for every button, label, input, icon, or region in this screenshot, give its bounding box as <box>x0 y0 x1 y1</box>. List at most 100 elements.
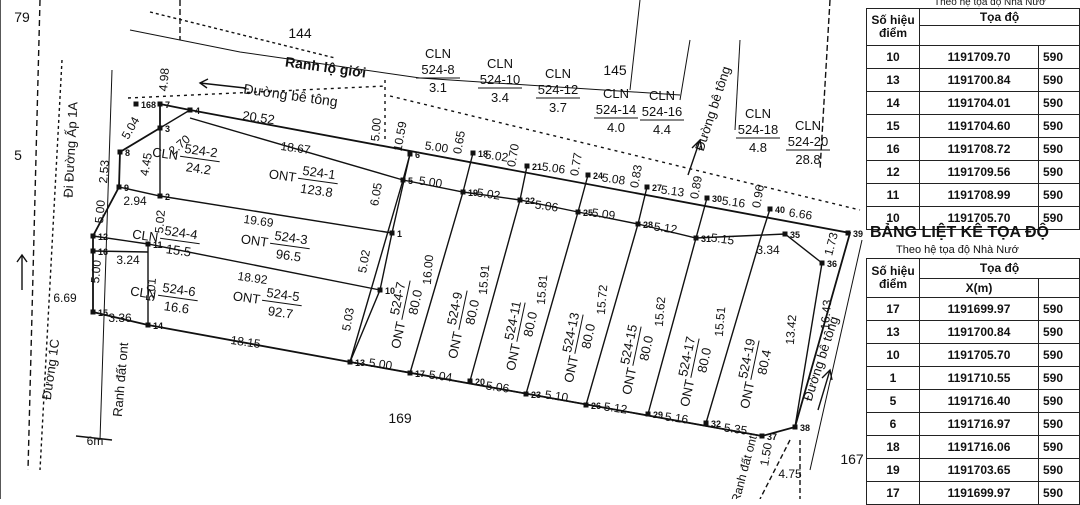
vertex-marker <box>116 184 122 190</box>
cln-number-label: 524-20 <box>788 134 828 149</box>
street-label: 6.69 <box>53 291 77 305</box>
dimension-label: 5.06 <box>485 378 510 395</box>
point-number-cell: 18 <box>866 435 920 459</box>
vertex-marker <box>767 206 773 212</box>
y-coordinate-cell: 590 <box>1038 206 1080 230</box>
dimension-label: 10.59 <box>391 120 410 152</box>
x-coordinate-cell: 1191710.55 <box>919 366 1039 390</box>
vertex-id-label: 18 <box>478 149 488 159</box>
dimension-label: 18.67 <box>280 139 312 157</box>
dimension-label: 5.03 <box>339 306 357 332</box>
cln-number-label: 524-12 <box>538 82 578 97</box>
vertex-marker <box>585 172 591 178</box>
vertex-id-label: 31 <box>701 234 711 244</box>
cln-number-label: 524-16 <box>642 104 682 119</box>
dimension-label: 5.12 <box>603 399 628 416</box>
vertex-marker <box>90 248 96 254</box>
vertex-marker <box>583 402 589 408</box>
vertex-marker <box>517 197 523 203</box>
dimension-label: 5.00 <box>418 173 443 190</box>
lot-area-label: 80.4 <box>754 348 774 376</box>
street-label: 20.52 <box>241 108 275 127</box>
table2-header-x: X(m) <box>919 277 1039 298</box>
lot-fraction-bar <box>261 299 302 307</box>
x-coordinate-cell: 1191704.60 <box>919 114 1039 138</box>
x-coordinate-cell: 1191704.01 <box>919 91 1039 115</box>
dimension-label: 2.94 <box>123 194 147 208</box>
lot-landuse-label: ONT <box>240 231 269 250</box>
lot-area-label: 96.5 <box>275 246 302 264</box>
dimension-label: 5.04 <box>119 114 143 142</box>
vertex-id-label: 1 <box>397 229 402 239</box>
lot-fraction-bar <box>401 280 411 320</box>
dimension-label: 3.24 <box>116 253 140 267</box>
street-label: Ranh đất ont <box>110 341 131 417</box>
vertex-id-label: 35 <box>790 230 800 240</box>
dimension-label: 5.13 <box>660 182 685 199</box>
dimension-label: 5.00 <box>424 138 449 155</box>
point-number-cell: 5 <box>866 389 920 413</box>
vertex-id-label: 13 <box>355 358 365 368</box>
point-number-cell: 14 <box>866 91 920 115</box>
x-coordinate-cell: 1191716.06 <box>919 435 1039 459</box>
lot-landuse-label: CLN <box>129 283 157 301</box>
lot-area-label: 24.2 <box>185 159 212 177</box>
vertex-marker <box>703 420 709 426</box>
dimension-label: 5.06 <box>541 159 566 176</box>
lot-number-label: 524-6 <box>162 280 197 299</box>
lot-fraction-bar <box>297 177 338 185</box>
lot-number-label: 524-2 <box>184 141 219 160</box>
vertex-id-label: 40 <box>775 205 785 215</box>
lot-number-label: 524-4 <box>164 223 199 242</box>
lot-fraction-bar <box>269 242 310 250</box>
dimension-label: 5.15 <box>710 230 735 247</box>
dimension-label: 5.00 <box>88 259 104 284</box>
cln-area-label: 3.1 <box>429 80 447 95</box>
dimension-label: 4.45 <box>137 151 155 177</box>
vertex-id-label: 30 <box>712 194 722 204</box>
y-coordinate-cell: 590 <box>1038 68 1080 92</box>
vertex-id-label: 6 <box>415 150 420 160</box>
dimension-label: 6.66 <box>788 205 813 222</box>
dimension-label: 5.16 <box>721 193 746 210</box>
vertex-marker <box>470 150 476 156</box>
vertex-marker <box>467 378 473 384</box>
lot-fraction-bar <box>179 155 220 163</box>
vertex-id-label: 9 <box>124 183 129 193</box>
dimension-label: 5.00 <box>368 355 393 372</box>
table2-subtitle: Theo hệ tọa độ Nhà Nướ <box>896 244 1019 256</box>
dimension-label: 4.98 <box>156 67 172 92</box>
vertex-marker <box>460 189 466 195</box>
vertex-id-label: 7 <box>165 100 170 110</box>
parcel-number-label: 144 <box>288 25 312 41</box>
street-label: 4.75 <box>778 467 802 481</box>
lot-area-label: 80.0 <box>636 334 656 362</box>
y-coordinate-cell: 590 <box>1038 45 1080 69</box>
parcel-number-label: 145 <box>603 62 627 78</box>
point-number-cell: 17 <box>866 481 920 505</box>
street-label: Đường 1C <box>39 338 62 401</box>
vertex-marker <box>90 233 96 239</box>
dimension-label: 15.81 <box>534 274 551 305</box>
dimension-label: 15.72 <box>594 284 611 315</box>
y-coordinate-cell: 590 <box>1038 435 1080 459</box>
vertex-id-label: 26 <box>591 401 601 411</box>
street-label: Đường bê tông <box>692 64 733 152</box>
vertex-id-label: 5 <box>408 176 413 186</box>
point-number-cell: 13 <box>866 68 920 92</box>
